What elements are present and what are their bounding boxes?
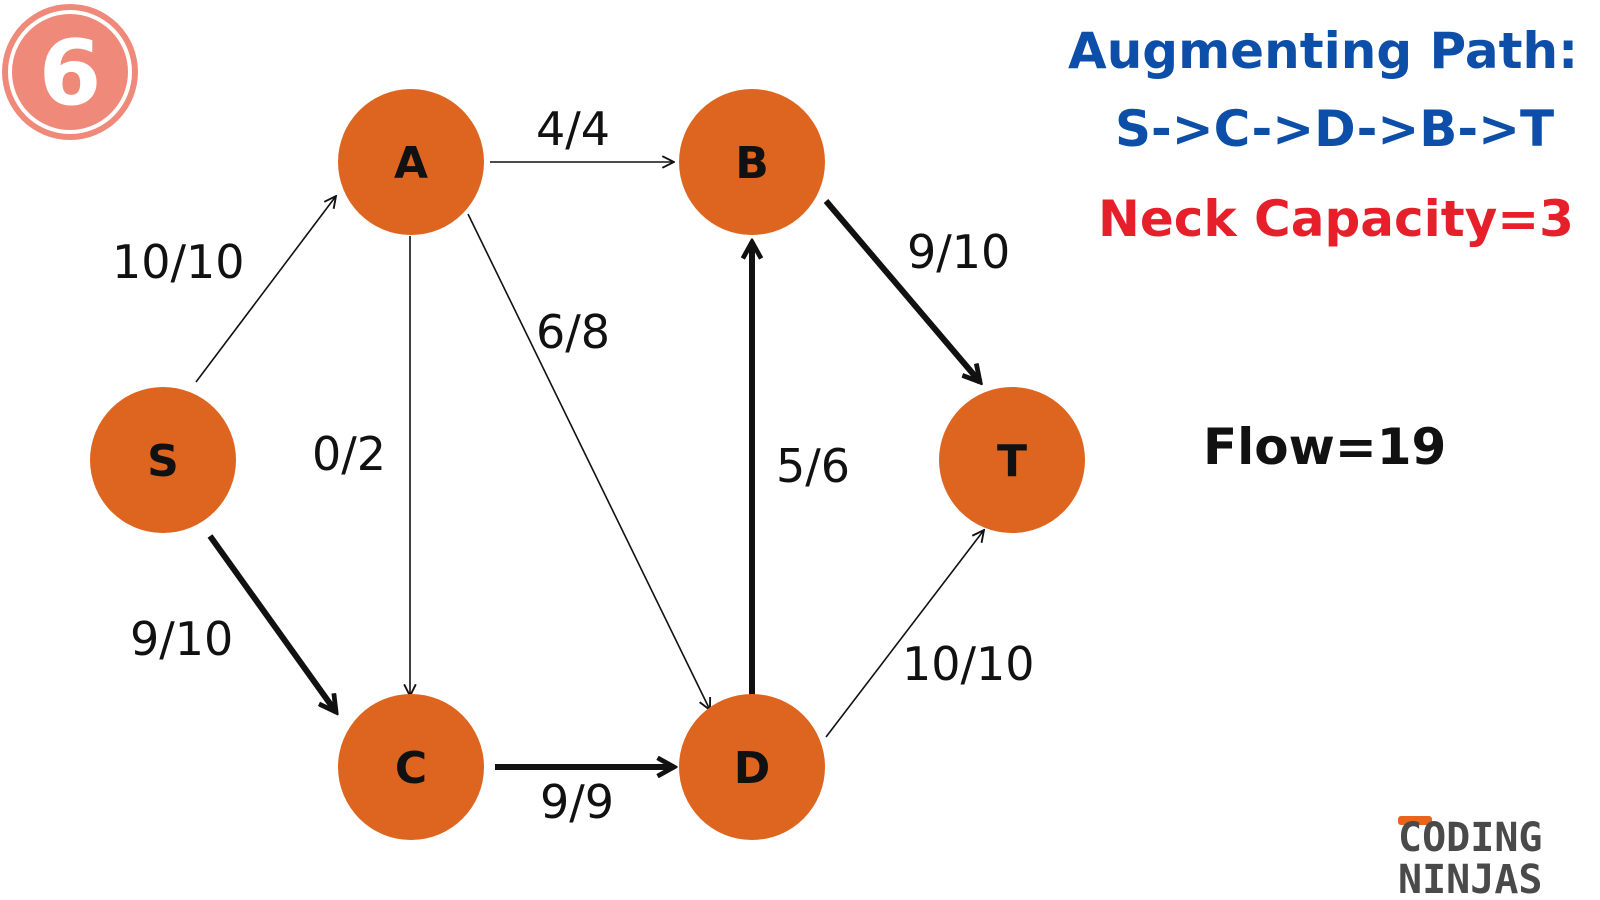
node-a-label: A xyxy=(394,138,428,189)
node-c-label: C xyxy=(395,743,427,794)
edge-label-c-d: 9/9 xyxy=(540,775,614,829)
edge-label-s-c: 9/10 xyxy=(130,612,233,666)
edge-s-a xyxy=(195,196,336,383)
node-t-label: T xyxy=(997,436,1027,487)
edge-a-d xyxy=(467,213,710,710)
flow-value: Flow=19 xyxy=(1203,418,1447,476)
node-a: A xyxy=(338,89,484,235)
edge-label-d-b: 5/6 xyxy=(776,439,850,493)
edge-s-c xyxy=(207,534,336,712)
node-c: C xyxy=(338,694,484,840)
node-d: D xyxy=(679,694,825,840)
edge-label-d-t: 10/10 xyxy=(902,637,1035,691)
coding-ninjas-logo: CODING NINJAS xyxy=(1398,815,1543,900)
edge-label-b-t: 9/10 xyxy=(907,225,1010,279)
neck-capacity: Neck Capacity=3 xyxy=(1098,190,1574,248)
edge-d-t xyxy=(825,530,984,738)
node-b-label: B xyxy=(735,138,769,189)
logo-mark-icon xyxy=(1398,816,1432,825)
edge-label-s-a: 10/10 xyxy=(112,235,245,289)
node-b: B xyxy=(679,89,825,235)
step-badge: 6 xyxy=(2,4,138,140)
edge-label-a-b: 4/4 xyxy=(536,102,610,156)
edge-label-a-c: 0/2 xyxy=(312,427,386,481)
edge-label-a-d: 6/8 xyxy=(536,305,610,359)
node-t: T xyxy=(939,387,1085,533)
node-s-label: S xyxy=(147,436,179,487)
augmenting-path-value: S->C->D->B->T xyxy=(1115,100,1555,158)
logo-line-2: NINJAS xyxy=(1398,857,1543,900)
node-s: S xyxy=(90,387,236,533)
step-number: 6 xyxy=(39,21,102,126)
augmenting-path-title: Augmenting Path: xyxy=(1068,22,1579,80)
node-d-label: D xyxy=(734,743,771,794)
logo-line-1: CODING xyxy=(1398,815,1543,861)
edge-b-t xyxy=(823,199,980,382)
